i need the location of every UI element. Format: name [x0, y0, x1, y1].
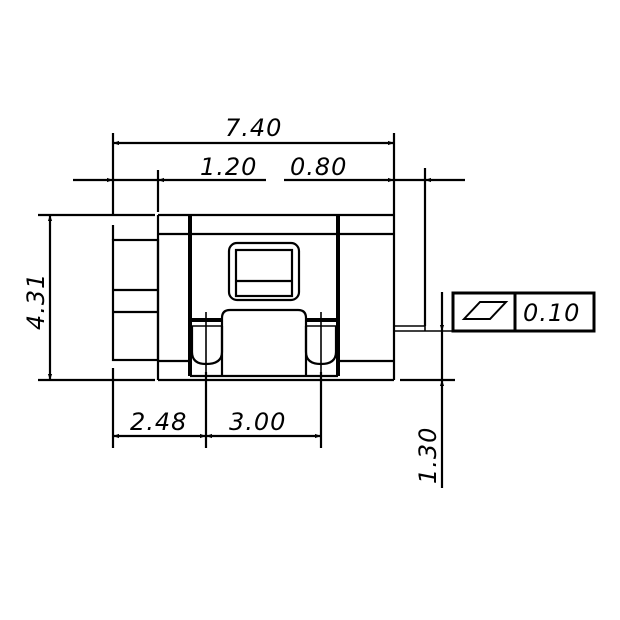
- dim-right-offset: 0.80: [284, 153, 465, 183]
- dim-pad-pitch: 3.00: [206, 408, 321, 439]
- right-pad-slot: [304, 312, 338, 372]
- dim-pad-offset-label: 2.48: [130, 408, 187, 436]
- dim-left-offset: 1.20: [73, 153, 266, 183]
- extension-lines: [38, 133, 455, 448]
- tolerance-value: 0.10: [523, 299, 580, 327]
- dim-height: 4.31: [22, 215, 53, 380]
- tolerance-frame: 0.10: [451, 291, 596, 333]
- flatness-icon: [461, 301, 509, 320]
- dim-overall-width-label: 7.40: [225, 114, 282, 142]
- dim-pad-pitch-label: 3.00: [229, 408, 286, 436]
- body-window: [227, 241, 301, 302]
- left-connector-block: [111, 238, 160, 362]
- dim-left-offset-label: 1.20: [200, 153, 257, 181]
- dim-right-offset-label: 0.80: [290, 153, 347, 181]
- dim-pin-height-label: 1.30: [414, 427, 442, 484]
- dim-pin-height: 1.30: [414, 292, 445, 488]
- dim-overall-width: 7.40: [113, 114, 394, 146]
- left-pad-slot: [190, 312, 224, 372]
- pin-lead: [394, 325, 452, 332]
- dim-height-label: 4.31: [22, 273, 50, 330]
- center-pad: [220, 308, 308, 376]
- dim-pad-offset: 2.48: [113, 408, 206, 439]
